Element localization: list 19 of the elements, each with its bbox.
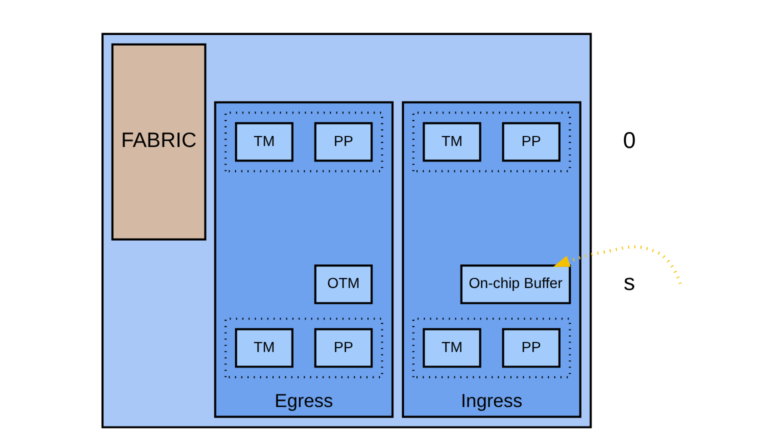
node-box: TM bbox=[234, 122, 293, 162]
node-box: TM bbox=[234, 328, 293, 368]
cluster bbox=[100, 32, 592, 428]
node-box: PP bbox=[502, 328, 560, 368]
label: s bbox=[623, 269, 635, 296]
cluster bbox=[224, 318, 383, 378]
node-box: OTM bbox=[314, 264, 372, 304]
node-box: FABRIC bbox=[110, 43, 206, 241]
label: 0 bbox=[622, 126, 636, 153]
cluster bbox=[412, 318, 570, 378]
node-box: PP bbox=[314, 328, 372, 368]
cluster bbox=[224, 112, 383, 172]
node-box: TM bbox=[422, 328, 481, 368]
node-box: TM bbox=[422, 122, 481, 162]
node-box: PP bbox=[314, 122, 372, 162]
arrow bbox=[552, 245, 682, 284]
node-box: On-chip Buffer bbox=[460, 264, 570, 304]
cluster bbox=[412, 112, 570, 172]
node-box: PP bbox=[502, 122, 560, 162]
